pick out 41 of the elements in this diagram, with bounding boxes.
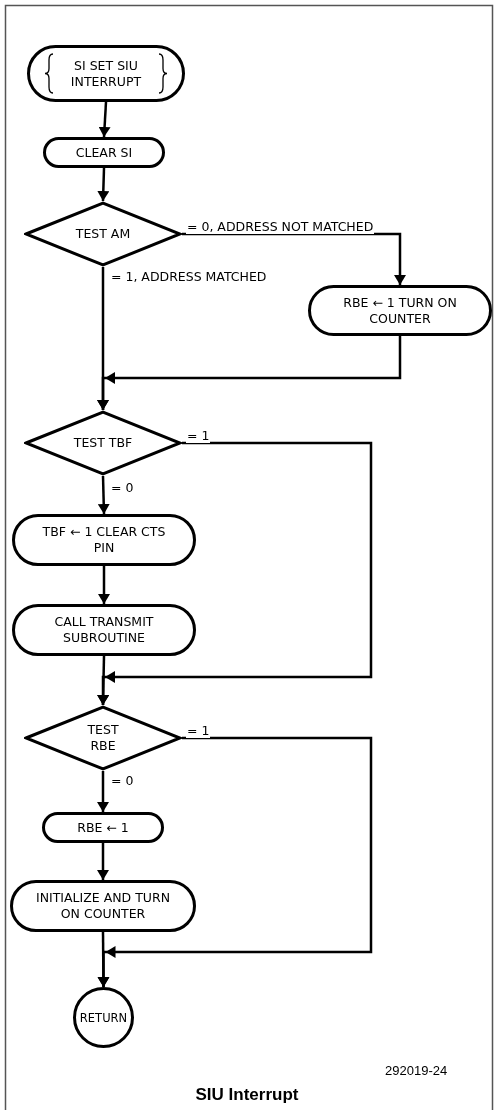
node-text: TBF ← 1 CLEAR CTS PIN bbox=[41, 524, 167, 556]
arrow bbox=[97, 167, 110, 202]
terminal-box bbox=[12, 604, 196, 656]
terminal-box bbox=[27, 45, 185, 102]
arrow bbox=[97, 475, 110, 515]
arrow bbox=[97, 843, 109, 880]
terminal-box bbox=[42, 812, 164, 843]
decision-diamond bbox=[24, 410, 182, 476]
arrow bbox=[98, 101, 111, 138]
edge-label: = 1, ADDRESS MATCHED bbox=[110, 269, 268, 284]
terminal-box bbox=[43, 137, 165, 168]
decision-diamond bbox=[24, 705, 182, 771]
node-text: SI SET SIU INTERRUPT bbox=[69, 57, 143, 90]
node-text: TEST TBF bbox=[73, 435, 133, 451]
terminal-circle bbox=[73, 987, 134, 1048]
node-text: CALL TRANSMIT SUBROUTINE bbox=[53, 614, 155, 646]
arrow bbox=[97, 655, 110, 706]
terminal-box bbox=[12, 514, 196, 566]
node-text: RBE ← 1 TURN ON COUNTER bbox=[342, 294, 458, 327]
arrow bbox=[97, 771, 109, 812]
arrow bbox=[98, 566, 110, 604]
arrow bbox=[97, 932, 110, 987]
decision-diamond bbox=[24, 201, 182, 267]
arrow bbox=[182, 232, 406, 285]
node-text: INITIALIZE AND TURN ON COUNTER bbox=[35, 890, 171, 922]
figure-number: 292019-24 bbox=[385, 1063, 448, 1078]
edge-label: = 0, ADDRESS NOT MATCHED bbox=[186, 219, 375, 234]
node-text: RBE ← 1 bbox=[77, 819, 129, 836]
arrow bbox=[97, 441, 373, 705]
edge-label: = 1 bbox=[186, 428, 211, 443]
figure-caption: SIU Interrupt bbox=[194, 1085, 300, 1105]
node-text: TEST AM bbox=[74, 226, 132, 242]
terminal-box bbox=[10, 880, 196, 932]
edge-label: = 1 bbox=[186, 723, 211, 738]
node-text: CLEAR SI bbox=[75, 144, 133, 161]
edge-label: = 0 bbox=[110, 773, 135, 788]
arrow bbox=[97, 336, 402, 410]
node-text: RETURN bbox=[79, 1009, 128, 1026]
node-text: TEST RBE bbox=[86, 722, 120, 754]
terminal-box bbox=[308, 285, 492, 336]
edge-label: = 0 bbox=[110, 480, 135, 495]
